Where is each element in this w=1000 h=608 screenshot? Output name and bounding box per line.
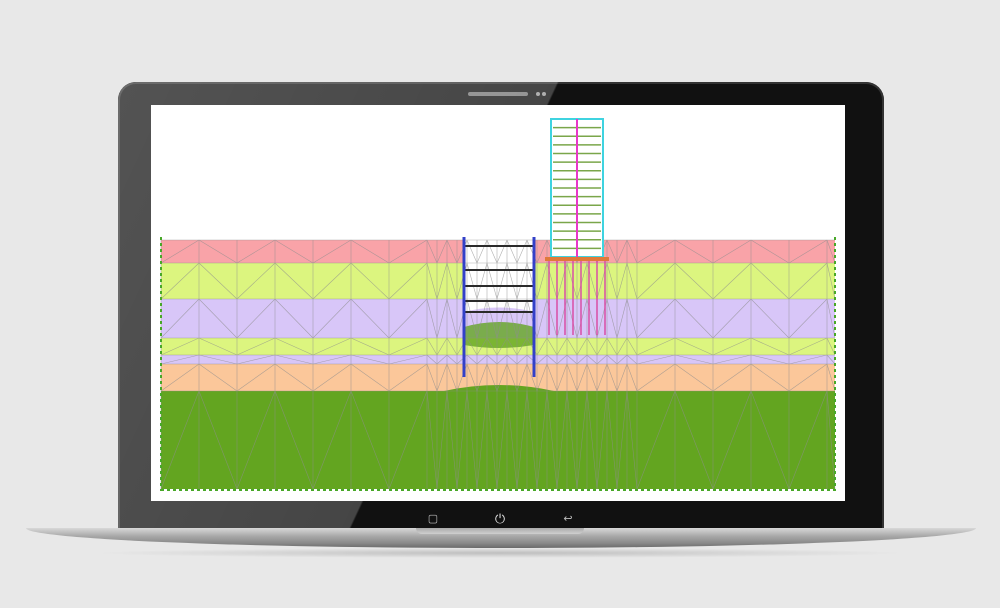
camera-dot	[536, 92, 540, 96]
camera-dot	[542, 92, 546, 96]
laptop-hinge-notch	[416, 528, 584, 534]
soil-layer-6-orange	[161, 364, 835, 391]
power-button[interactable]: ⏻	[494, 511, 506, 526]
excavation-soil-green	[464, 322, 534, 348]
laptop-shadow	[90, 548, 910, 558]
building-raft	[545, 257, 609, 261]
recent-apps-button[interactable]: ▢	[427, 513, 439, 525]
camera-bar	[468, 92, 528, 96]
bezel-buttons: ▢ ⏻ ↩	[0, 512, 1000, 528]
back-button[interactable]: ↩	[563, 513, 573, 525]
soil-layer-5-purple	[161, 355, 835, 364]
fem-model-canvas[interactable]	[151, 105, 845, 501]
soil-layer-7-green	[161, 385, 835, 489]
laptop-base	[26, 528, 976, 548]
screen[interactable]	[151, 105, 845, 501]
